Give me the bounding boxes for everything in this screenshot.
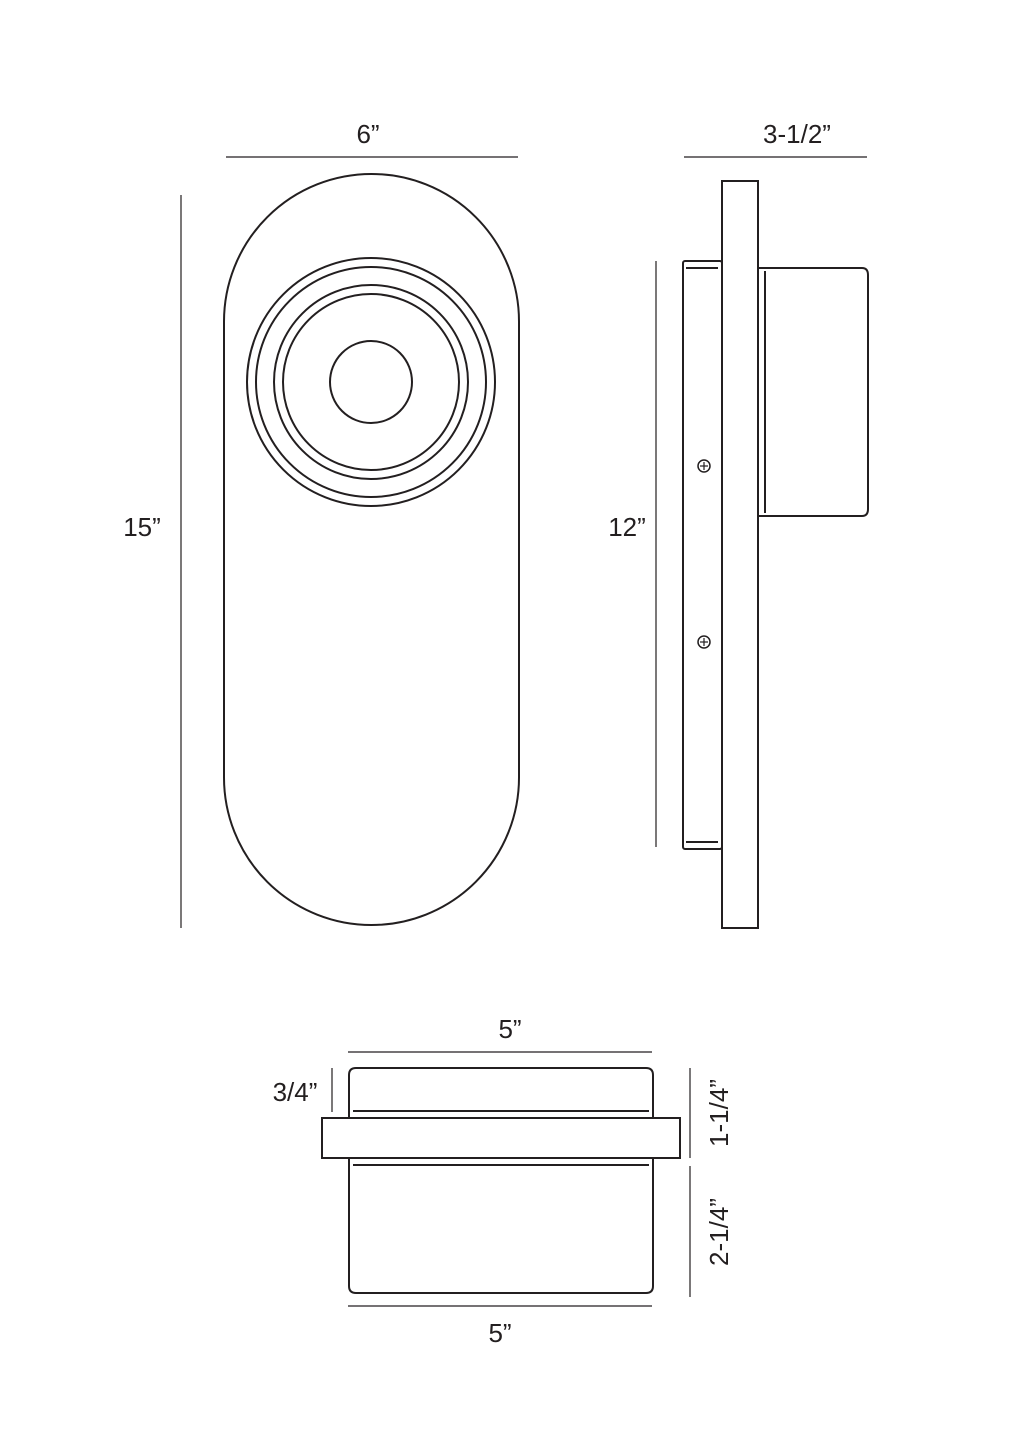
front-height-label: 15” (123, 512, 161, 542)
screw-icon (697, 635, 711, 649)
front-width-label: 6” (356, 119, 379, 149)
side-mounting-bracket (682, 260, 723, 850)
bottom-lower-height-label: 2-1/4” (704, 1198, 734, 1266)
side-lamp-housing (757, 267, 869, 517)
front-ring-2 (255, 266, 487, 498)
bottom-top-height-label: 3/4” (273, 1077, 318, 1107)
bottom-backplate-band (321, 1117, 681, 1159)
bottom-upper-housing (348, 1067, 654, 1118)
side-height-label: 12” (608, 512, 646, 542)
front-outer-ring (246, 257, 496, 507)
side-depth-label: 3-1/2” (763, 119, 831, 149)
side-view: 3-1/2” 12” (608, 119, 869, 929)
front-view: 6” 15” (123, 119, 520, 928)
front-backplate (223, 173, 520, 926)
bottom-view: 5” 5” 3/4” 1-1/4” 2-1/4” (273, 1014, 734, 1348)
bottom-bottom-width-label: 5” (488, 1318, 511, 1348)
bottom-top-width-label: 5” (498, 1014, 521, 1044)
bottom-lower-housing (348, 1158, 654, 1294)
front-ring-4 (282, 293, 460, 471)
front-ring-3 (273, 284, 469, 480)
bottom-upper-height-label: 1-1/4” (704, 1079, 734, 1147)
screw-icon (697, 459, 711, 473)
front-lens (329, 340, 413, 424)
side-backplate (721, 180, 759, 929)
